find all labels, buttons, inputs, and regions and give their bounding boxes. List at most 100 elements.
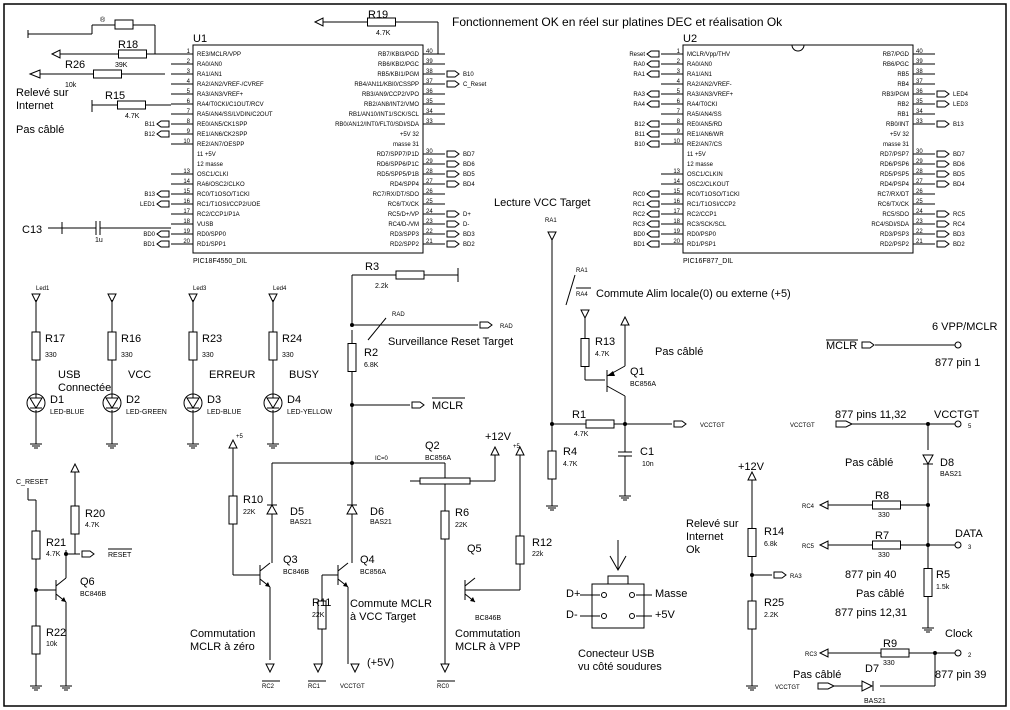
r4-val: 4.7K: [563, 461, 578, 468]
r2-val: 6.8K: [364, 362, 379, 369]
d6-ref: D6: [370, 506, 384, 518]
u2-pin-label: RA2/AN2/VREF-: [687, 82, 732, 88]
u1-net-flag: [446, 220, 460, 228]
r6: [440, 510, 450, 540]
u1-pin-num: 6: [187, 99, 191, 105]
u2-net-label: RC4: [953, 222, 966, 228]
vcctgt-title: VCCTGT: [934, 409, 980, 421]
pins1231-label: 877 pins 12,31: [835, 607, 907, 619]
u2-net-label: RA3: [633, 92, 645, 98]
vcctgt-label: VCCTGT: [340, 684, 365, 690]
u1-net-label: BD3: [463, 232, 475, 238]
p5v-note: (+5V): [367, 657, 394, 669]
u2-pin-num: 1: [677, 49, 681, 55]
r6-ref: R6: [455, 507, 469, 519]
d5-part: BAS21: [290, 519, 312, 526]
u2-net-label: BD5: [953, 172, 965, 178]
led-d-ref-2: D3: [207, 394, 221, 406]
u2-net-flag: [936, 150, 950, 158]
u1-net-label: B11: [145, 122, 156, 128]
u2-net-label: RC1: [633, 202, 646, 208]
u1-pin-num: 36: [426, 89, 433, 95]
r7: [872, 540, 901, 550]
u2-pin-label: +5V 32: [890, 132, 910, 138]
u2-net-label: BD7: [953, 152, 965, 158]
u2-pin-num: 33: [916, 119, 923, 125]
d7-part: BAS21: [864, 698, 886, 705]
r1-ref: R1: [572, 409, 586, 421]
q3-arrow: [265, 582, 270, 587]
rad-label2: RAD: [392, 312, 405, 318]
u1-pin-label: RD3/SPP3: [390, 232, 420, 238]
r19-ref: R19: [368, 9, 388, 21]
switch-mark: ®: [100, 16, 106, 24]
u2-pin-num: 30: [916, 149, 923, 155]
u1-pin-label: masse 31: [393, 142, 420, 148]
led-net-2: Led3: [193, 286, 207, 292]
vcctgt2-label: VCCTGT: [775, 685, 800, 691]
u1-pin-label: RB1/AN10/INT1/SCK/SCL: [349, 112, 420, 118]
u1-net-flag: [446, 170, 460, 178]
pas-cable-r5: Pas câblé: [856, 588, 904, 600]
u1-pin-num: 37: [426, 79, 433, 85]
u1-pin-num: 28: [426, 169, 433, 175]
u1-pin-num: 29: [426, 159, 433, 165]
u2-pin-num: 35: [916, 99, 923, 105]
u2-pin-num: 6: [677, 99, 681, 105]
u2-pin-label: RA3/AN3/VREF+: [687, 92, 734, 98]
usb-title: vu côté soudures: [578, 661, 662, 673]
r25-val: 2.2K: [764, 612, 779, 619]
ra1-label: RA1: [545, 218, 557, 224]
u2-net-label: RA4: [633, 102, 645, 108]
u2-pin-label: RC2/CCP1: [687, 212, 717, 218]
u2-pin-label: RE0/AN5/RD: [687, 122, 723, 128]
u2-pin-num: 27: [916, 179, 923, 185]
ra3-label: RA3: [790, 574, 802, 580]
c1-ref: C1: [640, 446, 654, 458]
releve-ok: Ok: [686, 544, 701, 556]
u2-net-label: BD6: [953, 162, 965, 168]
u2-pin-num: 10: [673, 139, 680, 145]
comm-zero-note: Commutation: [190, 628, 255, 640]
u2-pin-num: 40: [916, 49, 923, 55]
usb-masse: Masse: [655, 588, 687, 600]
r11-val: 22K: [312, 612, 325, 619]
u1-pin-label: RE1/AN6/CK2SPP: [197, 132, 247, 138]
c-reset-label: C_RESET: [16, 479, 49, 486]
u2-net-flag: [646, 200, 660, 208]
led-supply-1: [107, 293, 117, 304]
usb-pin: [601, 592, 607, 598]
led-part-0: LED-BLUE: [50, 409, 85, 416]
r4-ref: R4: [563, 446, 577, 458]
u2-net-label: B13: [953, 122, 964, 128]
r26: [93, 69, 122, 79]
r22: [31, 625, 41, 655]
u1-pin-label: RD0/SPP0: [197, 232, 227, 238]
vcctgt-in-flag: [835, 420, 854, 428]
u2-net-label: LED3: [953, 102, 969, 108]
data-label: DATA: [955, 528, 983, 540]
u2-net-label: BD2: [953, 242, 965, 248]
u1-part: PIC18F4550_DIL: [193, 258, 247, 265]
u2-pin-label: RD1/PSP1: [687, 242, 717, 248]
led-part-3: LED-YELLOW: [287, 409, 333, 416]
u2-net-flag: [936, 120, 950, 128]
u1-pin-label: RA6/OSC2/CLKO: [197, 182, 245, 188]
u1-pin-label: RB5/KBI1/PGM: [377, 72, 419, 78]
u1-pin-label: RC7/RX/DT/SDO: [373, 192, 420, 198]
q6: [55, 577, 67, 587]
u2-pin-label: MCLR/Vpp/THV: [687, 52, 730, 58]
r21-val: 4.7K: [46, 551, 61, 558]
q1-part: BC856A: [630, 381, 656, 388]
clock-label: Clock: [945, 628, 973, 640]
u2-net-label: B11: [635, 132, 646, 138]
con-3: [954, 541, 962, 549]
u1-pin-label: 12 masse: [197, 162, 224, 168]
p5-label: +5: [236, 434, 244, 440]
r2-ref: R2: [364, 347, 378, 359]
u1-net-label: BD7: [463, 152, 475, 158]
vcctgt-in: VCCTGT: [790, 423, 815, 429]
u1-net-label: D-: [463, 222, 469, 228]
d6: [346, 503, 358, 515]
pas-cable-d7: Pas câblé: [793, 669, 841, 681]
